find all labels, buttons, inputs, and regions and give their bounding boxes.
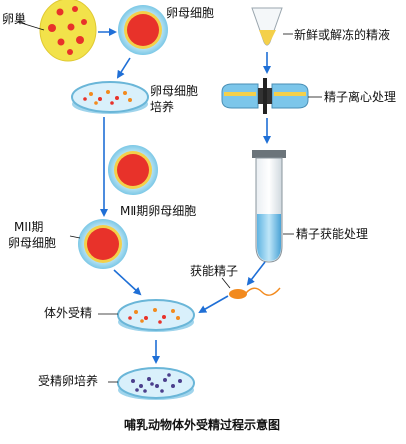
ovary-leader-line [17, 21, 45, 31]
centrifuge-illustration [221, 78, 309, 114]
arrow-tube-to-sperm [246, 261, 266, 286]
test-tube-illustration [252, 150, 286, 263]
label-mii-line2: 卵母细胞 [8, 236, 57, 250]
sperm-illustration [229, 287, 281, 299]
sperm-leader-line [221, 277, 231, 289]
arrow-oocyte-to-culture [116, 57, 131, 79]
label-fresh-semen: 新鲜或解冻的精液 [294, 28, 391, 42]
label-in-vitro-fertilization: 体外受精 [44, 306, 93, 320]
diagram-title: 哺乳动物体外受精过程示意图 [124, 418, 281, 432]
mii-leader-line [69, 235, 81, 239]
arrow-mii-to-ivf [113, 269, 142, 296]
label-ovary: 卵巢 [2, 12, 27, 26]
fertilized-egg-dish [117, 367, 195, 400]
label-oocyte-culture-1: 卵母细胞 [150, 84, 199, 98]
oocyte-culture-dish [71, 81, 149, 114]
label-capacitated-sperm: 获能精子 [190, 264, 239, 278]
arrow-sperm-to-ivf [198, 295, 229, 313]
label-oocyte-culture-2: 培养 [150, 100, 175, 114]
ivf-dish [117, 299, 195, 332]
label-centrifuge: 精子离心处理 [324, 90, 397, 104]
label-mii-line1: MII期 [14, 220, 44, 234]
label-fertilized-egg-culture: 受精卵培养 [38, 374, 99, 388]
label-mii-oocyte: MⅡ期卵母细胞 [120, 204, 197, 218]
mii-oocyte-illustration [108, 145, 158, 195]
semen-tube-illustration [251, 7, 283, 46]
mii-oocyte-illustration-2 [78, 219, 128, 269]
ovary-illustration [39, 0, 97, 62]
label-oocyte: 卵母细胞 [166, 6, 215, 20]
oocyte-illustration [118, 5, 168, 55]
label-capacitation-treatment: 精子获能处理 [296, 227, 369, 241]
